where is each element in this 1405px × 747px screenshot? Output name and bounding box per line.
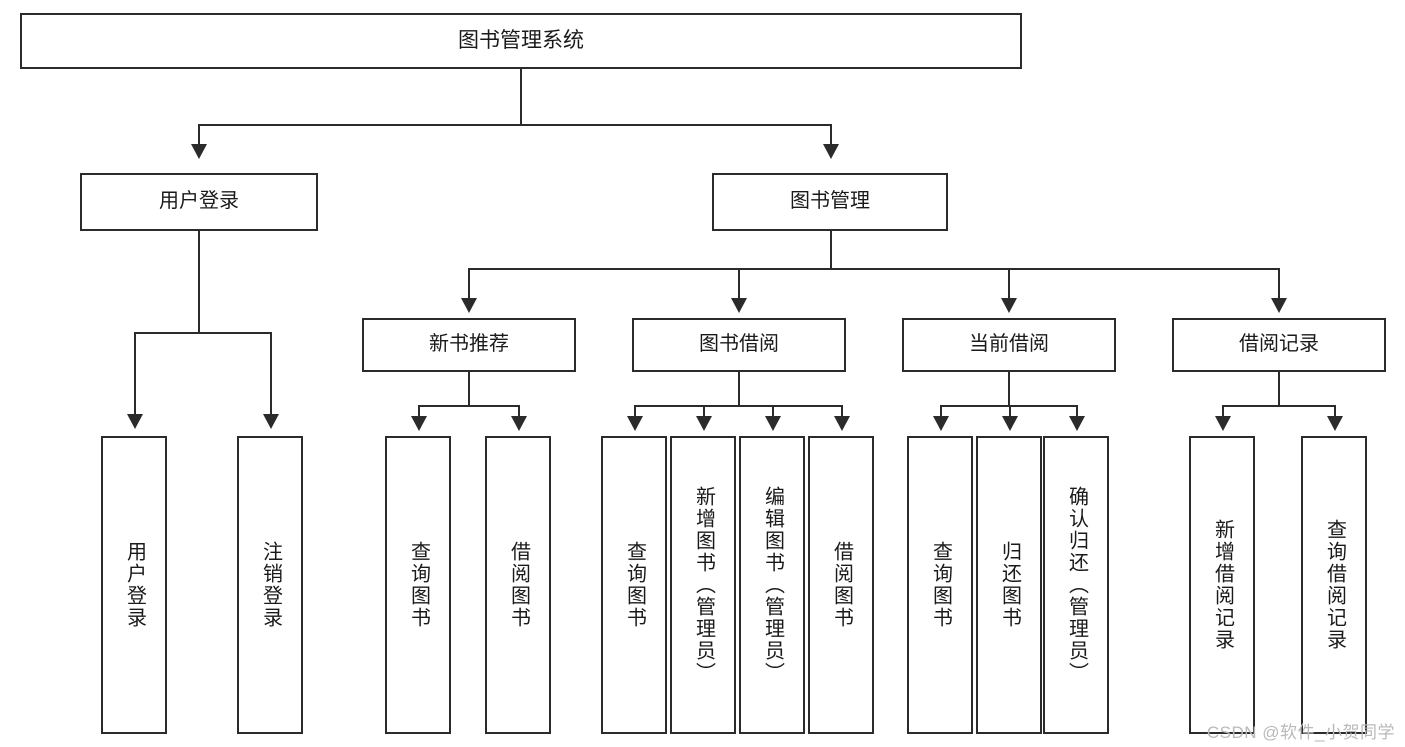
connector-level1-drop-left <box>198 124 200 146</box>
arrowhead-leaf-logout <box>263 414 279 429</box>
connector-br-drop-2 <box>1334 405 1336 418</box>
arrowhead-user-login <box>191 144 207 159</box>
node-label: 图书管理系统 <box>458 28 584 52</box>
arrowhead-nb-query-book <box>411 416 427 431</box>
node-label: 图书借阅 <box>699 333 779 356</box>
node-root-system[interactable]: 图书管理系统 <box>20 13 1022 69</box>
connector-level2-drop-1 <box>468 268 470 300</box>
leaf-bb-borrow-book[interactable]: 借阅图书 <box>808 436 874 734</box>
arrowhead-current-borrow <box>1001 298 1017 313</box>
connector-level1-drop-right <box>830 124 832 146</box>
leaf-label: 查询图书 <box>407 541 430 629</box>
connector-cb-drop-2 <box>1009 405 1011 418</box>
leaf-bb-edit-book[interactable]: 编辑图书（管理员） <box>739 436 805 734</box>
leaf-label: 编辑图书（管理员） <box>761 486 784 684</box>
connector-user-login-stem <box>198 231 200 333</box>
node-new-book-recommend[interactable]: 新书推荐 <box>362 318 576 372</box>
leaf-cb-query-book[interactable]: 查询图书 <box>907 436 973 734</box>
arrowhead-new-book <box>461 298 477 313</box>
leaf-logout[interactable]: 注销登录 <box>237 436 303 734</box>
arrowhead-br-query-record <box>1327 416 1343 431</box>
arrowhead-nb-borrow-book <box>511 416 527 431</box>
leaf-label: 新增借阅记录 <box>1211 519 1234 651</box>
connector-cb-drop-3 <box>1076 405 1078 418</box>
connector-borrow-record-stem <box>1278 372 1280 406</box>
connector-borrow-record-bus <box>1222 405 1336 407</box>
connector-bb-drop-1 <box>634 405 636 418</box>
node-label: 图书管理 <box>790 190 870 213</box>
node-book-borrow[interactable]: 图书借阅 <box>632 318 846 372</box>
leaf-cb-confirm-return[interactable]: 确认归还（管理员） <box>1043 436 1109 734</box>
arrowhead-book-borrow <box>731 298 747 313</box>
node-label: 借阅记录 <box>1239 333 1319 356</box>
leaf-nb-borrow-book[interactable]: 借阅图书 <box>485 436 551 734</box>
leaf-label: 查询图书 <box>929 541 952 629</box>
leaf-bb-add-book[interactable]: 新增图书（管理员） <box>670 436 736 734</box>
arrowhead-bb-add-book <box>696 416 712 431</box>
connector-bb-drop-3 <box>772 405 774 418</box>
connector-new-book-bus <box>418 405 520 407</box>
leaf-label: 新增图书（管理员） <box>692 486 715 684</box>
node-label: 新书推荐 <box>429 333 509 356</box>
connector-book-manage-stem <box>830 231 832 269</box>
arrowhead-borrow-record <box>1271 298 1287 313</box>
node-label: 当前借阅 <box>969 333 1049 356</box>
node-label: 用户登录 <box>159 190 239 213</box>
leaf-label: 借阅图书 <box>830 541 853 629</box>
connector-level1-bus <box>198 124 832 126</box>
leaf-label: 查询图书 <box>623 541 646 629</box>
leaf-label: 归还图书 <box>998 541 1021 629</box>
leaf-label: 借阅图书 <box>507 541 530 629</box>
leaf-br-add-record[interactable]: 新增借阅记录 <box>1189 436 1255 734</box>
connector-level2-drop-2 <box>738 268 740 300</box>
arrowhead-bb-query-book <box>627 416 643 431</box>
connector-root-stem <box>520 69 522 125</box>
leaf-label: 查询借阅记录 <box>1323 519 1346 651</box>
arrowhead-book-manage <box>823 144 839 159</box>
arrowhead-br-add-record <box>1215 416 1231 431</box>
connector-level2-drop-4 <box>1278 268 1280 300</box>
connector-user-login-drop-1 <box>134 332 136 416</box>
node-book-manage[interactable]: 图书管理 <box>712 173 948 231</box>
connector-br-drop-1 <box>1222 405 1224 418</box>
arrowhead-leaf-user-login <box>127 414 143 429</box>
connector-level2-bus <box>468 268 1278 270</box>
connector-user-login-drop-2 <box>270 332 272 416</box>
connector-user-login-bus <box>134 332 272 334</box>
arrowhead-cb-return-book <box>1002 416 1018 431</box>
connector-level2-drop-3 <box>1008 268 1010 300</box>
leaf-cb-return-book[interactable]: 归还图书 <box>976 436 1042 734</box>
leaf-bb-query-book[interactable]: 查询图书 <box>601 436 667 734</box>
connector-book-borrow-bus <box>634 405 842 407</box>
leaf-label: 确认归还（管理员） <box>1065 486 1088 684</box>
arrowhead-bb-edit-book <box>765 416 781 431</box>
leaf-user-login[interactable]: 用户登录 <box>101 436 167 734</box>
connector-current-borrow-stem <box>1008 372 1010 406</box>
connector-book-borrow-stem <box>738 372 740 406</box>
arrowhead-cb-confirm-return <box>1069 416 1085 431</box>
leaf-label: 注销登录 <box>259 541 282 629</box>
node-borrow-record[interactable]: 借阅记录 <box>1172 318 1386 372</box>
connector-bb-drop-2 <box>703 405 705 418</box>
connector-new-book-drop-2 <box>518 405 520 418</box>
connector-cb-drop-1 <box>940 405 942 418</box>
leaf-nb-query-book[interactable]: 查询图书 <box>385 436 451 734</box>
arrowhead-cb-query-book <box>933 416 949 431</box>
leaf-label: 用户登录 <box>123 541 146 629</box>
connector-new-book-drop-1 <box>418 405 420 418</box>
node-user-login[interactable]: 用户登录 <box>80 173 318 231</box>
connector-bb-drop-4 <box>841 405 843 418</box>
connector-new-book-stem <box>468 372 470 406</box>
arrowhead-bb-borrow-book <box>834 416 850 431</box>
node-current-borrow[interactable]: 当前借阅 <box>902 318 1116 372</box>
leaf-br-query-record[interactable]: 查询借阅记录 <box>1301 436 1367 734</box>
